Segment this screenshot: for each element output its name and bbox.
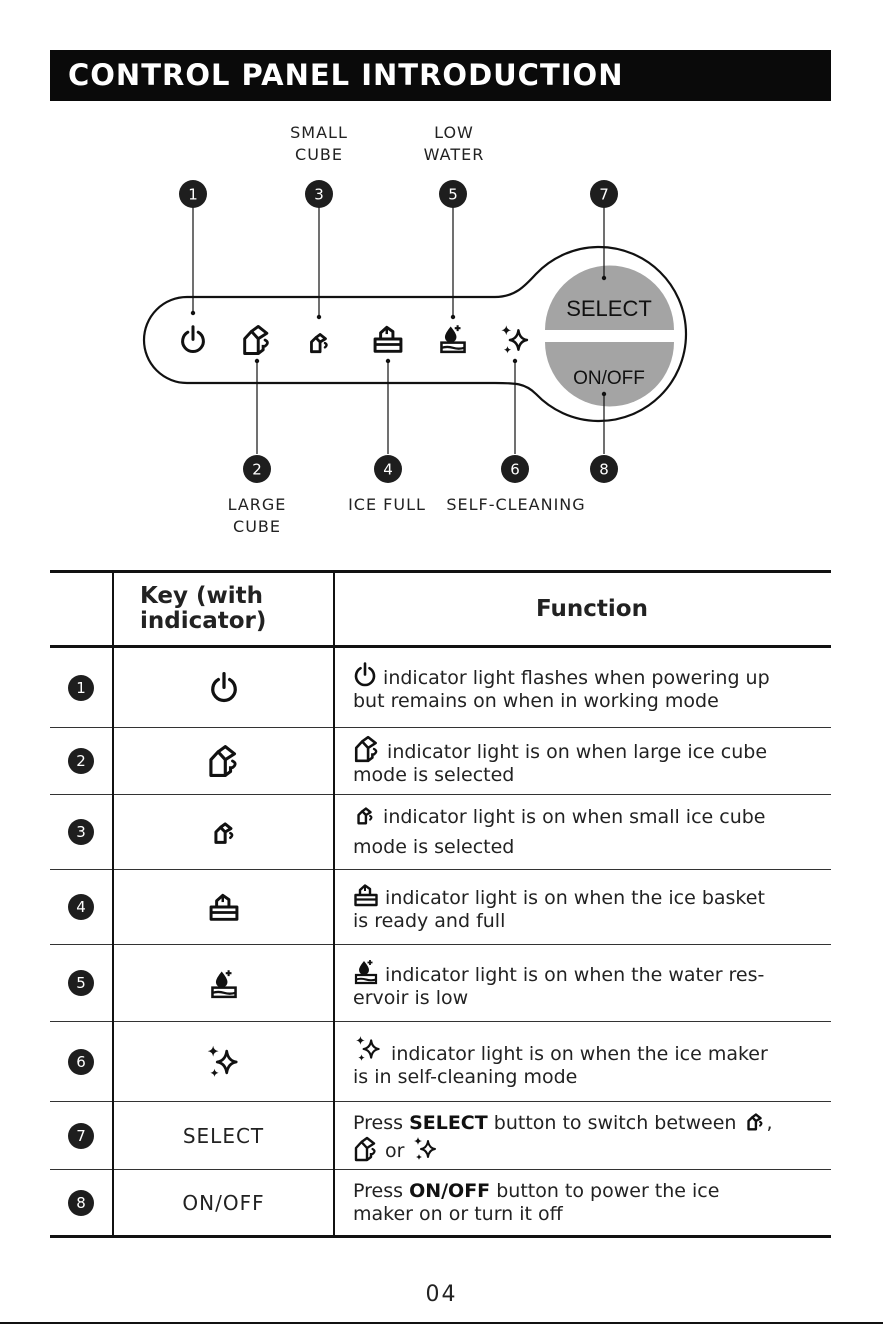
onoff-key-label: ON/OFF bbox=[182, 1190, 265, 1215]
power-icon bbox=[354, 662, 376, 687]
function-text: indicator light is on when the water res… bbox=[385, 963, 765, 986]
table-row: 7 SELECT Press SELECT button to switch b… bbox=[50, 1101, 831, 1170]
ice-full-icon bbox=[354, 883, 378, 906]
badge-2: 2 bbox=[252, 461, 262, 479]
self-cleaning-icon bbox=[412, 1135, 436, 1161]
label-low-water-line2: WATER bbox=[423, 145, 485, 164]
function-text: button to power the ice bbox=[496, 1179, 720, 1202]
function-text: Press bbox=[353, 1179, 404, 1202]
small-cube-icon bbox=[213, 822, 234, 844]
ice-full-icon bbox=[209, 893, 238, 921]
table-row: 5 indicator light is on when the water r… bbox=[50, 944, 831, 1022]
header-key-line1: Key (with bbox=[140, 583, 264, 609]
label-ice-full: ICE FULL bbox=[348, 495, 426, 514]
row-number: 5 bbox=[68, 970, 94, 996]
power-icon bbox=[181, 325, 205, 354]
function-text: maker on or turn it off bbox=[353, 1202, 563, 1225]
table-row: 2 indicator light is on when large ice c… bbox=[50, 727, 831, 795]
select-button-label: SELECT bbox=[566, 296, 652, 321]
self-cleaning-icon bbox=[205, 1043, 238, 1078]
function-text: mode is selected bbox=[353, 836, 515, 858]
table-row: 8 ON/OFF Press ON/OFF button to power th… bbox=[50, 1169, 831, 1238]
large-cube-icon bbox=[208, 745, 237, 777]
header-function: Function bbox=[334, 570, 831, 648]
select-key-label: SELECT bbox=[182, 1123, 265, 1148]
table-row: 6 indicator light is on when the ice mak… bbox=[50, 1021, 831, 1102]
function-table: Key (with indicator) Function 1 indicato… bbox=[50, 570, 831, 1238]
label-large-cube: LARGE CUBE bbox=[197, 494, 317, 538]
function-text: indicator light is on when the ice maker bbox=[391, 1043, 768, 1065]
function-text: button to switch between bbox=[493, 1111, 737, 1134]
page-header: CONTROL PANEL INTRODUCTION bbox=[50, 50, 831, 101]
function-text: indicator light is on when small ice cub… bbox=[383, 806, 766, 828]
row-number: 7 bbox=[68, 1122, 94, 1149]
badge-3: 3 bbox=[314, 186, 324, 204]
number-badges: 1 3 5 7 2 4 6 8 bbox=[179, 180, 618, 483]
small-cube-icon bbox=[357, 807, 373, 825]
self-cleaning-icon bbox=[354, 1034, 380, 1062]
bottom-rule bbox=[0, 1322, 883, 1324]
header-num bbox=[50, 570, 114, 648]
large-cube-icon bbox=[243, 324, 269, 356]
page-number: 04 bbox=[425, 1282, 458, 1307]
small-cube-icon bbox=[746, 1112, 763, 1131]
function-text: indicator light is on when the ice baske… bbox=[385, 886, 765, 909]
function-text: mode is selected bbox=[353, 764, 515, 786]
function-text: indicator light flashes when powering up bbox=[383, 667, 770, 689]
table-row: 1 indicator light flashes when powering … bbox=[50, 646, 831, 728]
function-text: ervoir is low bbox=[353, 986, 469, 1009]
panel-outline bbox=[142, 245, 688, 423]
badge-8: 8 bbox=[599, 461, 609, 479]
row-number: 2 bbox=[68, 748, 94, 774]
table-row: 3 indicator light is on when small ice c… bbox=[50, 794, 831, 870]
label-small-cube: SMALL CUBE bbox=[259, 122, 379, 166]
table-header: Key (with indicator) Function bbox=[50, 570, 831, 648]
function-text: Press bbox=[353, 1111, 404, 1134]
badge-6: 6 bbox=[510, 461, 520, 479]
row-number: 6 bbox=[68, 1048, 94, 1075]
row-number: 3 bbox=[68, 819, 94, 845]
large-cube-icon bbox=[354, 1136, 376, 1161]
onoff-button-label: ON/OFF bbox=[573, 368, 645, 389]
label-large-cube-line2: CUBE bbox=[233, 517, 281, 536]
badge-7: 7 bbox=[599, 186, 609, 204]
function-text: is in self-cleaning mode bbox=[353, 1066, 578, 1088]
function-text: or bbox=[385, 1139, 405, 1162]
header-key-line2: indicator) bbox=[140, 608, 267, 634]
low-water-icon bbox=[354, 958, 378, 984]
header-key: Key (with indicator) bbox=[113, 570, 335, 648]
table-row: 4 indicator light is on when the ice bas… bbox=[50, 869, 831, 945]
self-cleaning-icon bbox=[500, 324, 529, 355]
badge-5: 5 bbox=[448, 186, 458, 204]
label-large-cube-line1: LARGE bbox=[227, 495, 287, 514]
label-self-cleaning: SELF-CLEANING bbox=[446, 495, 586, 514]
label-small-cube-line2: CUBE bbox=[295, 145, 343, 164]
row-number: 1 bbox=[68, 674, 94, 701]
function-bold-text: SELECT bbox=[409, 1111, 488, 1134]
leader-dots bbox=[190, 275, 607, 397]
low-water-icon bbox=[210, 968, 237, 999]
label-low-water: LOW WATER bbox=[394, 122, 514, 166]
low-water-icon bbox=[440, 323, 466, 354]
function-text: is ready and full bbox=[353, 909, 506, 932]
large-cube-icon bbox=[354, 735, 378, 763]
power-icon bbox=[210, 671, 237, 702]
label-low-water-line1: LOW bbox=[434, 123, 474, 142]
leader-lines bbox=[192, 206, 605, 454]
onoff-button[interactable] bbox=[545, 342, 674, 407]
row-number: 4 bbox=[68, 894, 94, 920]
row-number: 8 bbox=[68, 1189, 94, 1216]
function-text: but remains on when in working mode bbox=[353, 690, 719, 712]
function-bold-text: ON/OFF bbox=[409, 1179, 491, 1202]
badge-4: 4 bbox=[383, 461, 393, 479]
function-text: indicator light is on when large ice cub… bbox=[387, 741, 768, 763]
panel-drawing: SELECT ON/OFF 1 3 5 bbox=[142, 180, 688, 483]
page-title: CONTROL PANEL INTRODUCTION bbox=[68, 58, 624, 92]
small-cube-icon bbox=[310, 333, 328, 354]
label-small-cube-line1: SMALL bbox=[290, 123, 348, 142]
ice-full-icon bbox=[373, 325, 403, 353]
badge-1: 1 bbox=[188, 186, 198, 204]
select-button[interactable] bbox=[545, 265, 674, 331]
control-panel-diagram: SMALL CUBE LOW WATER LARGE CUBE ICE FULL… bbox=[0, 110, 883, 560]
